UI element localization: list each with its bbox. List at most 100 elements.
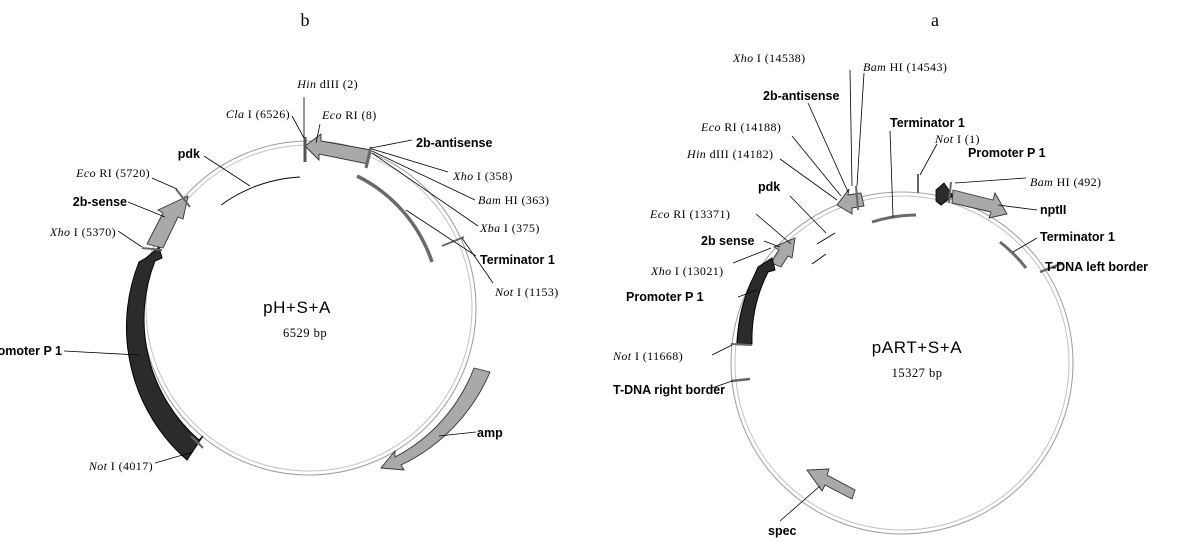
panel-b-leader-not1153 (461, 237, 494, 284)
panel-a-feature-2b-antisense: 2b-antisense (763, 89, 839, 103)
panel-b-leader-cla (291, 115, 305, 139)
panel-b-site-label-4: Bam HI (363) (478, 193, 549, 207)
panel-a-leader-hindiii (779, 158, 838, 201)
panel-a-feature-promoter-top: Promoter P 1 (968, 146, 1046, 160)
panel-b-plasmid-size: 6529 bp (283, 326, 327, 340)
panel-b-leader-xho358 (371, 148, 449, 173)
panel-a-promoter-left-arrow (736, 257, 776, 345)
panel-a-site-label-7: Xho I (13021) (650, 264, 724, 278)
panel-b-feature-2b-sense: 2b-sense (73, 195, 127, 209)
panel-a-pdk-line-upper (816, 232, 836, 245)
panel-b-leader-antisense (370, 139, 413, 149)
panel-b-amp-arrow (380, 367, 491, 471)
panel-a-site-tick-not11668 (730, 343, 753, 346)
panel-b-letter: b (301, 10, 310, 30)
panel-a-feature-tdna-left-border: T-DNA left border (1045, 260, 1148, 274)
panel-a-feature-pdk: pdk (758, 180, 780, 194)
panel-a-terminator-right-arc (999, 240, 1028, 269)
panel-b-site-label-2: Cla I (6526) (226, 107, 290, 121)
panel-a-promoter-top-arrow (935, 182, 954, 206)
panel-b-leader-eco5720 (151, 177, 178, 190)
panel-a-leader-eco13371 (755, 213, 792, 245)
panel-b-site-label-1: Eco RI (8) (321, 108, 377, 122)
panel-a-plasmid-ring-inner (734, 195, 1070, 531)
panel-b-site-label-0: Hin dIII (2) (296, 77, 358, 91)
panel-b-plasmid-name: pH+S+A (263, 298, 331, 317)
panel-a-leader-bam14543 (856, 72, 865, 187)
panel-b-leader-xba375 (371, 152, 479, 227)
panel-b-2b-sense-arrow (146, 195, 189, 249)
panel-b-leader-amp (438, 431, 477, 437)
panel-b-site-label-7: Eco RI (5720) (75, 166, 150, 180)
panel-a-leader-xho13021 (732, 247, 772, 264)
panel-a-leader-terminator-right (1012, 237, 1038, 253)
panel-a-plasmid-ring-outer (730, 191, 1074, 535)
panel-b-terminator-arc (356, 174, 434, 263)
panel-a-2b-antisense-arrow (836, 188, 865, 215)
panel-a-leader-not11668 (711, 344, 733, 356)
panel-a-leader-promoter-left (737, 289, 758, 298)
panel-b-site-label-5: Xba I (375) (479, 221, 540, 235)
panel-b-site-tick-not1153 (441, 236, 465, 247)
panel-a-site-tick-bam492 (948, 181, 952, 204)
panel-a-leader-antisense (807, 102, 849, 193)
panel-a-site-label-0: Xho I (14538) (732, 51, 806, 65)
panel-a-2b-sense-arrow (770, 237, 796, 268)
panel-b-site-tick-xho5370 (141, 247, 163, 251)
panel-b-feature-2b-antisense: 2b-antisense (416, 136, 492, 150)
panel-a-leader-nptii (997, 204, 1038, 211)
panel-b-feature-amp: amp (477, 426, 503, 440)
panel-a-site-label-2: Eco RI (14188) (700, 120, 781, 134)
panel-a-leader-pdk (789, 195, 827, 234)
panel-a-feature-tdna-right-border: T-DNA right border (613, 383, 725, 397)
panel-a-spec-arrow (806, 468, 856, 500)
panel-b-leader-xho5370 (117, 230, 143, 248)
panel-b-site-tick-eco5720 (175, 188, 191, 208)
panel-a-site-label-6: Eco RI (13371) (649, 207, 730, 221)
panel-a-pdk-line-lower (811, 253, 827, 265)
panel-a-site-label-4: Hin dIII (14182) (686, 147, 773, 161)
panel-b-leader-eco8 (315, 123, 321, 144)
panel-b-site-label-6: Not I (1153) (494, 285, 559, 299)
panel-b-leader-bam363 (371, 150, 476, 201)
panel-b-site-tick-antisense (364, 146, 373, 169)
panel-a-feature-2b-sense: 2b sense (701, 234, 755, 248)
panel-a-leader-not1 (919, 143, 938, 176)
panel-b-leader-not4017 (154, 451, 194, 464)
panel-a-site-label-8: Not I (11668) (612, 349, 683, 363)
panel-a-plasmid-name: pART+S+A (872, 338, 963, 357)
panel-a-terminator-top-arc (871, 213, 917, 224)
panel-a: a (612, 10, 1148, 538)
panel-a-leader-eco14188 (791, 135, 842, 197)
panel-b-leader-term (405, 209, 477, 257)
panel-b-promoter-arrow (125, 246, 204, 461)
panel-b: b (0, 10, 559, 476)
panel-b-feature-pdk: pdk (178, 147, 200, 161)
panel-a-site-label-5: Bam HI (492) (1030, 175, 1101, 189)
panel-b-feature-terminator: Terminator 1 (480, 253, 555, 267)
panel-a-leader-spec (779, 485, 821, 522)
panel-a-site-label-3: Not I (1) (934, 132, 980, 146)
panel-a-leader-terminator-top (889, 130, 894, 218)
panel-a-letter: a (931, 10, 939, 30)
panel-a-feature-nptii: nptII (1040, 203, 1066, 217)
panel-b-2b-antisense-arrow (304, 133, 372, 165)
panel-a-tdna-right-border-tick (730, 377, 751, 383)
panel-b-site-label-3: Xho I (358) (452, 169, 513, 183)
panel-a-nptii-arrow (951, 189, 1008, 219)
panel-b-site-tick-not4017 (190, 435, 204, 449)
panel-a-feature-spec: spec (768, 524, 797, 538)
panel-a-leader-2bsense (763, 240, 781, 248)
panel-a-feature-promoter-left: Promoter P 1 (626, 290, 704, 304)
panel-b-leader-pdk (203, 155, 251, 187)
panel-a-feature-terminator-right: Terminator 1 (1040, 230, 1115, 244)
panel-a-site-tick-xho (855, 185, 859, 211)
panel-a-leader-xho14538 (849, 69, 853, 187)
panel-a-tdna-left-border-tick (1039, 261, 1064, 274)
panel-b-leader-2bsense (127, 201, 166, 218)
panel-a-plasmid-size: 15327 bp (892, 366, 943, 380)
panel-a-leader-bam492 (954, 177, 1027, 184)
panel-b-leader-promoter (63, 350, 140, 356)
panel-b-feature-promoter: Promoter P 1 (0, 344, 62, 358)
